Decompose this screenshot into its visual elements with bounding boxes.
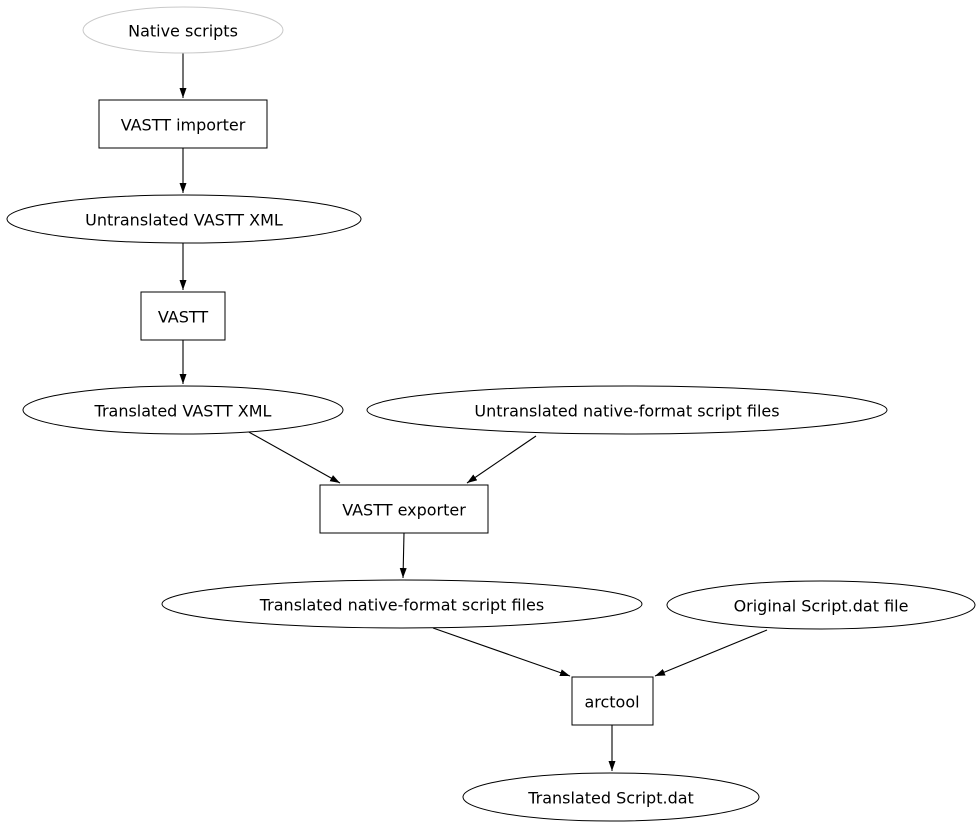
translated-native-format-script-files-label: Translated native-format script files [259, 596, 544, 615]
vastt-box [140, 291, 226, 341]
untranslated-native-format-script-files-label: Untranslated native-format script files [474, 402, 779, 421]
edge-original-script-dat-to-arctool [654, 629, 768, 677]
translated-script-dat-ellipse [462, 772, 760, 822]
node-native-scripts: Native scripts [82, 6, 284, 54]
untranslated-vastt-xml-ellipse [6, 194, 362, 244]
edge-translated-native-format-to-arctool [432, 627, 571, 677]
edges [179, 53, 768, 771]
arctool-label: arctool [584, 693, 639, 712]
edge-translated-vastt-xml-to-vastt-exporter [246, 430, 341, 484]
node-arctool: arctool [571, 676, 654, 726]
vastt-label: VASTT [158, 308, 209, 327]
node-original-script-dat-file: Original Script.dat file [666, 580, 976, 630]
vastt-exporter-box [319, 484, 489, 534]
arctool-box [571, 676, 654, 726]
native-scripts-label: Native scripts [128, 22, 238, 41]
node-vastt-exporter: VASTT exporter [319, 484, 489, 534]
translated-script-dat-label: Translated Script.dat [527, 789, 694, 808]
node-vastt-importer: VASTT importer [98, 99, 268, 149]
original-script-dat-file-label: Original Script.dat file [734, 597, 909, 616]
vastt-exporter-label: VASTT exporter [342, 501, 466, 520]
vastt-importer-box [98, 99, 268, 149]
untranslated-vastt-xml-label: Untranslated VASTT XML [85, 211, 283, 230]
node-translated-native-format-script-files: Translated native-format script files [161, 579, 643, 629]
node-untranslated-vastt-xml: Untranslated VASTT XML [6, 194, 362, 244]
node-translated-script-dat: Translated Script.dat [462, 772, 760, 822]
translated-native-format-script-files-ellipse [161, 579, 643, 629]
edge-untranslated-native-format-to-vastt-exporter [466, 435, 537, 484]
node-translated-vastt-xml: Translated VASTT XML [22, 385, 344, 435]
original-script-dat-file-ellipse [666, 580, 976, 630]
vastt-importer-label: VASTT importer [121, 116, 246, 135]
untranslated-native-format-script-files-ellipse [366, 385, 888, 435]
native-scripts-ellipse [82, 6, 284, 54]
translated-vastt-xml-ellipse [22, 385, 344, 435]
node-vastt: VASTT [140, 291, 226, 341]
translated-vastt-xml-label: Translated VASTT XML [94, 402, 272, 421]
edge-vastt-exporter-to-translated-native-format [399, 532, 407, 579]
node-untranslated-native-format-script-files: Untranslated native-format script files [366, 385, 888, 435]
